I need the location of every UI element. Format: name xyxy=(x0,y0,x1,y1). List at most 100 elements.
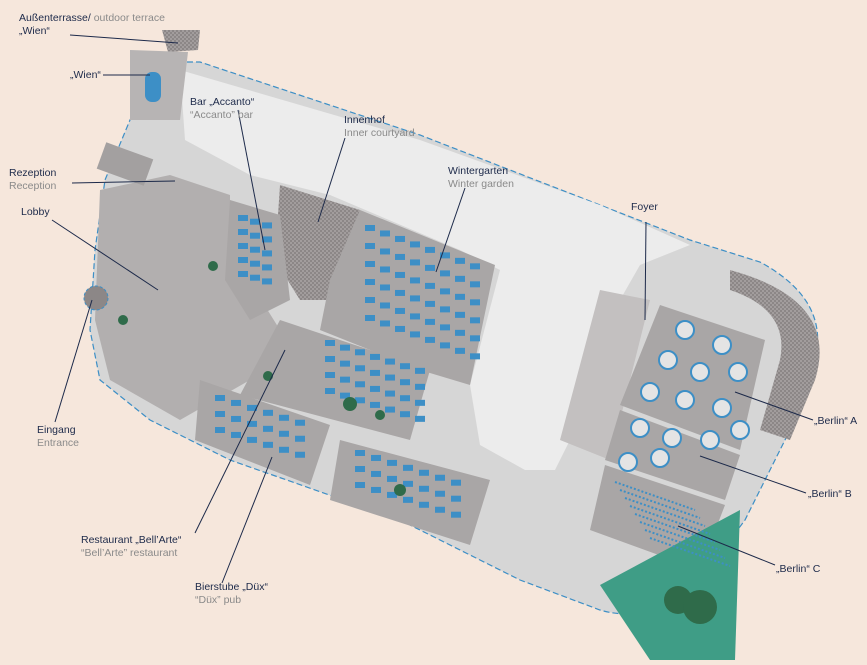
table xyxy=(410,313,420,320)
round-table xyxy=(690,362,710,382)
table xyxy=(440,270,450,277)
table xyxy=(325,356,335,362)
table xyxy=(380,284,390,291)
table xyxy=(425,336,435,343)
table xyxy=(262,236,272,243)
label-bierstube: Bierstube „Düx“ “Düx” pub xyxy=(195,581,268,607)
wien-label: „Wien“ xyxy=(70,69,101,81)
table xyxy=(325,340,335,346)
table xyxy=(365,315,375,321)
rezeption-label-en: Reception xyxy=(9,180,57,192)
table xyxy=(231,431,241,438)
table xyxy=(387,475,397,482)
table xyxy=(455,347,465,354)
table xyxy=(410,259,420,266)
table xyxy=(415,383,425,390)
table xyxy=(371,454,381,461)
table xyxy=(340,344,350,351)
round-table xyxy=(675,390,695,410)
plants xyxy=(118,261,406,496)
table xyxy=(355,397,365,404)
table xyxy=(380,230,390,237)
table xyxy=(470,335,480,342)
round-table xyxy=(658,350,678,370)
table xyxy=(250,218,260,225)
berlin-b-label: „Berlin“ B xyxy=(808,488,852,500)
table xyxy=(250,246,260,253)
table xyxy=(385,390,395,397)
leader-lines xyxy=(51,34,814,584)
wintergarten-label-de: Wintergarten xyxy=(448,165,509,177)
table xyxy=(250,274,260,281)
table xyxy=(215,411,225,417)
table xyxy=(435,474,445,481)
table xyxy=(370,401,380,408)
room-restaurant xyxy=(240,320,430,440)
round-table xyxy=(712,335,732,355)
table xyxy=(415,399,425,406)
table xyxy=(262,264,272,271)
table xyxy=(262,278,272,285)
table xyxy=(400,379,410,386)
table xyxy=(440,252,450,259)
wien-table xyxy=(145,72,161,102)
table xyxy=(279,446,289,453)
restaurant-label-de: Restaurant „Bell’Arte“ xyxy=(81,534,182,546)
room-foyer xyxy=(560,290,650,460)
label-innenhof: Innenhof Inner courtyard xyxy=(344,114,415,140)
table xyxy=(410,295,420,302)
table xyxy=(238,257,248,263)
table xyxy=(395,289,405,296)
room-winter-garden xyxy=(320,210,495,385)
table xyxy=(410,331,420,338)
table xyxy=(470,281,480,288)
table xyxy=(380,320,390,327)
round-table xyxy=(728,362,748,382)
table xyxy=(295,419,305,426)
table xyxy=(455,293,465,300)
table xyxy=(403,480,413,487)
table xyxy=(425,264,435,271)
table xyxy=(215,427,225,433)
table xyxy=(370,385,380,392)
label-foyer: Foyer xyxy=(631,201,658,214)
reception-desk xyxy=(96,142,154,186)
table xyxy=(365,261,375,267)
table xyxy=(455,257,465,264)
table xyxy=(395,253,405,260)
round-table xyxy=(700,430,720,450)
foyer-label: Foyer xyxy=(631,201,658,213)
table xyxy=(238,243,248,249)
table xyxy=(355,466,365,472)
table xyxy=(470,263,480,270)
table xyxy=(415,415,425,422)
table xyxy=(262,222,272,229)
table xyxy=(231,399,241,406)
table xyxy=(455,311,465,318)
table xyxy=(247,420,257,427)
table xyxy=(440,306,450,313)
bar-label-en: “Accanto” bar xyxy=(190,109,254,121)
table xyxy=(355,381,365,388)
rezeption-label-de: Rezeption xyxy=(9,167,57,179)
table xyxy=(247,404,257,411)
berlin-round-tables xyxy=(618,320,750,472)
table xyxy=(400,411,410,418)
table xyxy=(451,495,461,502)
table xyxy=(263,425,273,432)
inner-courtyard xyxy=(180,70,690,470)
bierstube-label-en: “Düx” pub xyxy=(195,594,242,606)
table xyxy=(238,271,248,277)
table xyxy=(279,430,289,437)
table xyxy=(370,353,380,360)
bar-label-de: Bar „Accanto“ xyxy=(190,96,255,108)
label-lobby: Lobby xyxy=(21,206,50,219)
table xyxy=(380,248,390,255)
table xyxy=(250,260,260,267)
round-table xyxy=(730,420,750,440)
eingang-label-de: Eingang xyxy=(37,424,76,436)
label-terrace: Außenterrasse/ outdoor terrace „Wien“ xyxy=(19,12,165,38)
bierstube-label-de: Bierstube „Düx“ xyxy=(195,581,268,593)
entrance-revolving-door xyxy=(83,285,109,311)
